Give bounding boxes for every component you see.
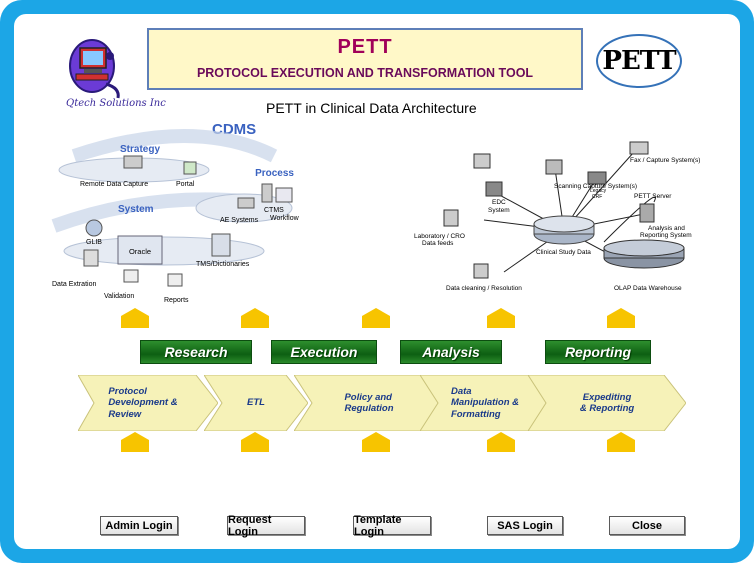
oracle-box — [117, 235, 163, 265]
tms-label: TMS/Dictionaries — [196, 261, 250, 268]
laptop-icon — [123, 155, 143, 169]
analysis-label-1: Analysis and — [648, 225, 685, 232]
lab-label-2: Data feeds — [422, 240, 454, 247]
step-expediting-reporting: Expediting & Reporting — [528, 375, 686, 431]
step-label-line: Policy and — [344, 391, 392, 403]
system-label: System — [118, 204, 154, 215]
phase-analysis: Analysis — [400, 340, 502, 364]
step-label-line: Protocol — [108, 385, 147, 397]
app-title: PETT — [337, 36, 393, 58]
phase-reporting: Reporting — [545, 340, 651, 364]
step-label-line: & Reporting — [579, 403, 635, 414]
step-label-line: Manipulation & — [450, 397, 520, 409]
legacy-crf-icon — [587, 171, 607, 185]
up-arrow-icon — [121, 308, 149, 328]
cleaning-label: Data cleaning / Resolution — [446, 285, 522, 292]
clinical-study-data-label: Clinical Study Data — [536, 249, 591, 256]
olap-label: OLAP Data Warehouse — [614, 285, 682, 292]
edc-system-icon — [485, 181, 503, 197]
globe-icon — [85, 219, 103, 237]
company-logo: Qtech Solutions Inc — [62, 36, 166, 114]
step-label-line: Data — [450, 385, 472, 397]
close-button[interactable]: Close — [609, 516, 685, 535]
ae-systems-label: AE Systems — [220, 217, 259, 224]
edc-label-2: System — [488, 207, 510, 214]
cdms-diagram: Strategy Process System Remote Data Capt… — [51, 129, 300, 304]
up-arrow-icon — [121, 432, 149, 452]
ctms-server-icon — [261, 183, 273, 203]
app-subtitle: PROTOCOL EXECUTION AND TRANSFORMATION TO… — [196, 66, 534, 80]
pett-server-label: PETT Server — [634, 193, 672, 200]
admin-login-button[interactable]: Admin Login — [100, 516, 178, 535]
up-arrow-icon — [487, 432, 515, 452]
step-label-line: Development & — [108, 397, 178, 409]
clinical-data-diagram: Scanning Capture System(s) Fax / Capture… — [414, 141, 700, 292]
reports-icon — [167, 273, 183, 287]
main-panel: Qtech Solutions Inc PETT PROTOCOL EXECUT… — [14, 14, 740, 549]
company-logo-text: Qtech Solutions Inc — [66, 98, 166, 109]
step-label-line: Regulation — [344, 403, 394, 414]
lab-pc-icon — [443, 209, 459, 227]
step-policy-regulation: Policy and Regulation — [294, 375, 444, 431]
up-arrow-icon — [362, 308, 390, 328]
pett-server-icon — [639, 203, 655, 223]
step-label-line: Formatting — [450, 408, 501, 420]
step-label-line: ETL — [247, 397, 265, 409]
edc-laptop-icon — [473, 153, 491, 169]
process-label: Process — [255, 168, 294, 179]
workflow-icon — [275, 187, 293, 203]
fax-label: Fax / Capture System(s) — [630, 157, 700, 164]
up-arrow-icon — [487, 308, 515, 328]
database-icon — [83, 249, 99, 267]
glib-label: GLIB — [86, 239, 102, 246]
computer-logo-icon — [69, 39, 120, 99]
request-login-button[interactable]: Request Login — [227, 514, 305, 538]
up-arrow-icon — [362, 432, 390, 452]
step-label-line: Expediting — [582, 391, 632, 403]
validation-icon — [123, 269, 139, 283]
step-etl: ETL — [204, 375, 308, 431]
reports-label: Reports — [164, 297, 189, 304]
workflow-label: Workflow — [270, 215, 300, 222]
portal-label: Portal — [176, 181, 195, 188]
legacy-label-1: Legacy — [590, 188, 607, 194]
phase-research: Research — [140, 340, 252, 364]
step-data-manipulation: Data Manipulation & Formatting — [420, 375, 550, 431]
pett-logo-text: PETT — [602, 46, 676, 76]
lab-label-1: Laboratory / CRO — [414, 233, 465, 240]
sas-login-button[interactable]: SAS Login — [487, 516, 563, 535]
validation-label: Validation — [104, 293, 134, 300]
remote-data-capture-label: Remote Data Capture — [80, 181, 148, 188]
title-box: PETT PROTOCOL EXECUTION AND TRANSFORMATI… — [147, 28, 583, 90]
scanning-label: Scanning Capture System(s) — [554, 183, 637, 190]
up-arrow-icon — [241, 432, 269, 452]
cleaning-pc-icon — [473, 263, 489, 279]
oracle-label: Oracle — [129, 247, 151, 256]
pett-logo: PETT — [596, 34, 682, 88]
ctms-label: CTMS — [264, 207, 284, 214]
step-label-line: Review — [108, 408, 142, 420]
architecture-title: PETT in Clinical Data Architecture — [266, 100, 477, 116]
data-extraction-label: Data Extration — [52, 281, 96, 288]
fax-icon — [629, 141, 649, 155]
phase-execution: Execution — [271, 340, 377, 364]
tms-database-icon — [211, 233, 231, 257]
strategy-label: Strategy — [120, 144, 160, 155]
monitor-icon — [183, 161, 197, 175]
up-arrow-icon — [607, 308, 635, 328]
legacy-label-2: CRF — [592, 194, 602, 200]
edc-label-1: EDC — [492, 199, 506, 206]
step-protocol-development: Protocol Development & Review — [78, 375, 218, 431]
scanner-icon — [545, 159, 563, 175]
template-login-button[interactable]: Template Login — [353, 514, 431, 538]
analysis-label-2: Reporting System — [640, 232, 692, 239]
ae-monitor-icon — [237, 197, 255, 209]
up-arrow-icon — [607, 432, 635, 452]
up-arrow-icon — [241, 308, 269, 328]
